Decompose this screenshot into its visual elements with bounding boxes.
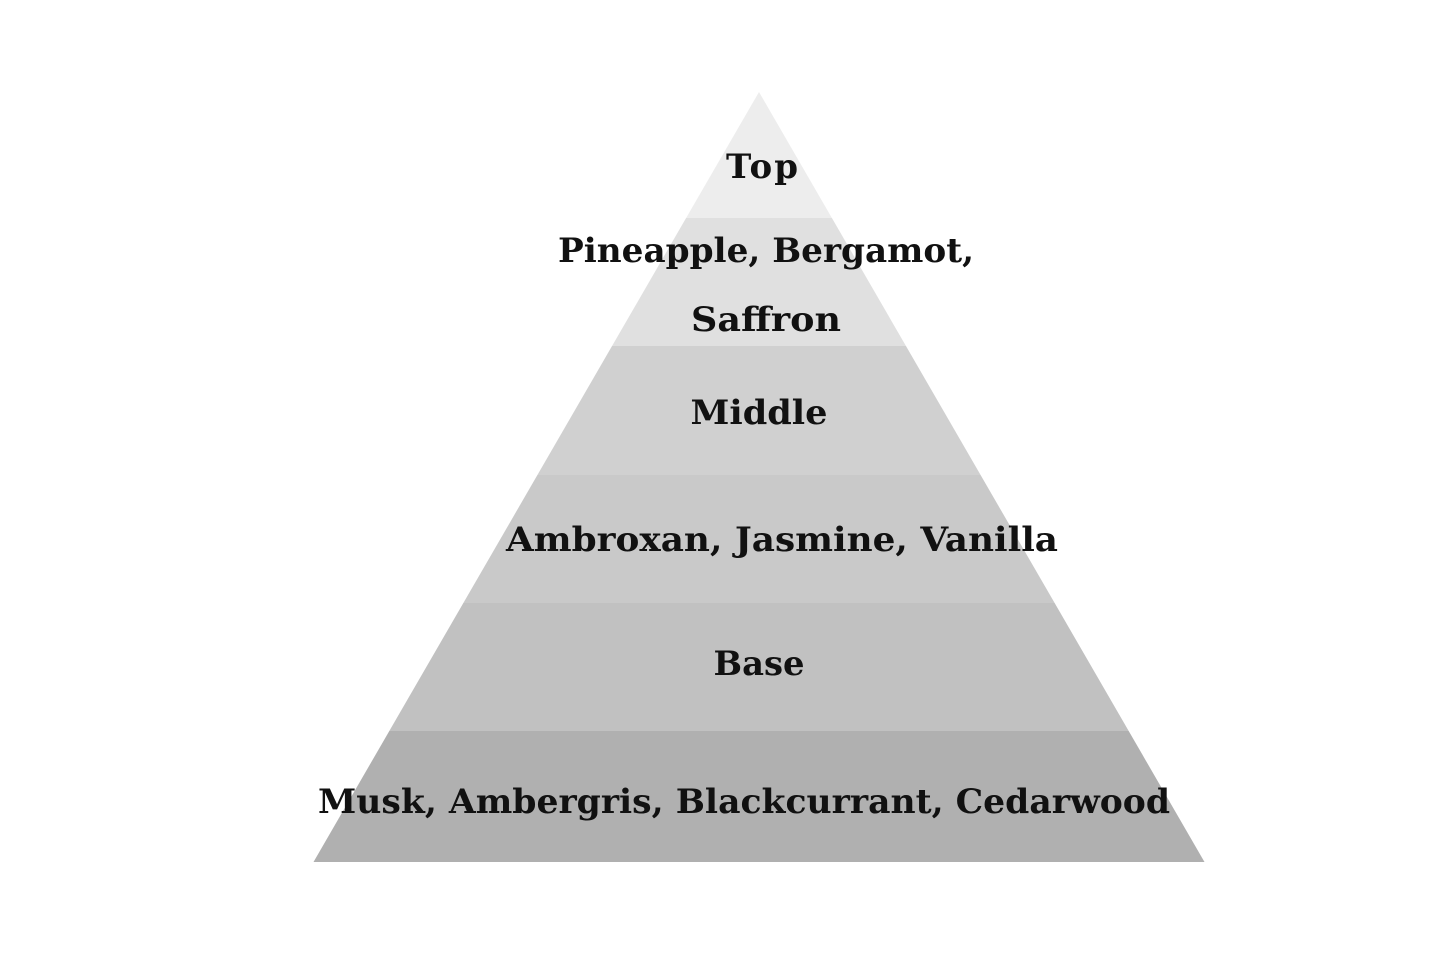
top-notes-line1: Pineapple, Bergamot, xyxy=(558,231,974,271)
base-notes: Musk, Ambergris, Blackcurrant, Cedarwood xyxy=(318,782,1170,822)
band-top-notes xyxy=(612,218,906,346)
band-middle-header xyxy=(537,346,981,475)
band-middle-notes xyxy=(463,475,1055,603)
band-base-notes xyxy=(313,731,1205,862)
band-top-header xyxy=(686,92,832,218)
top-notes-line2: Saffron xyxy=(691,300,841,340)
middle-label: Middle xyxy=(691,393,828,433)
middle-notes: Ambroxan, Jasmine, Vanilla xyxy=(505,520,1058,560)
pyramid-bands xyxy=(313,92,1205,862)
top-label: Top xyxy=(726,147,798,187)
base-label: Base xyxy=(714,644,805,684)
band-base-header xyxy=(389,603,1129,731)
